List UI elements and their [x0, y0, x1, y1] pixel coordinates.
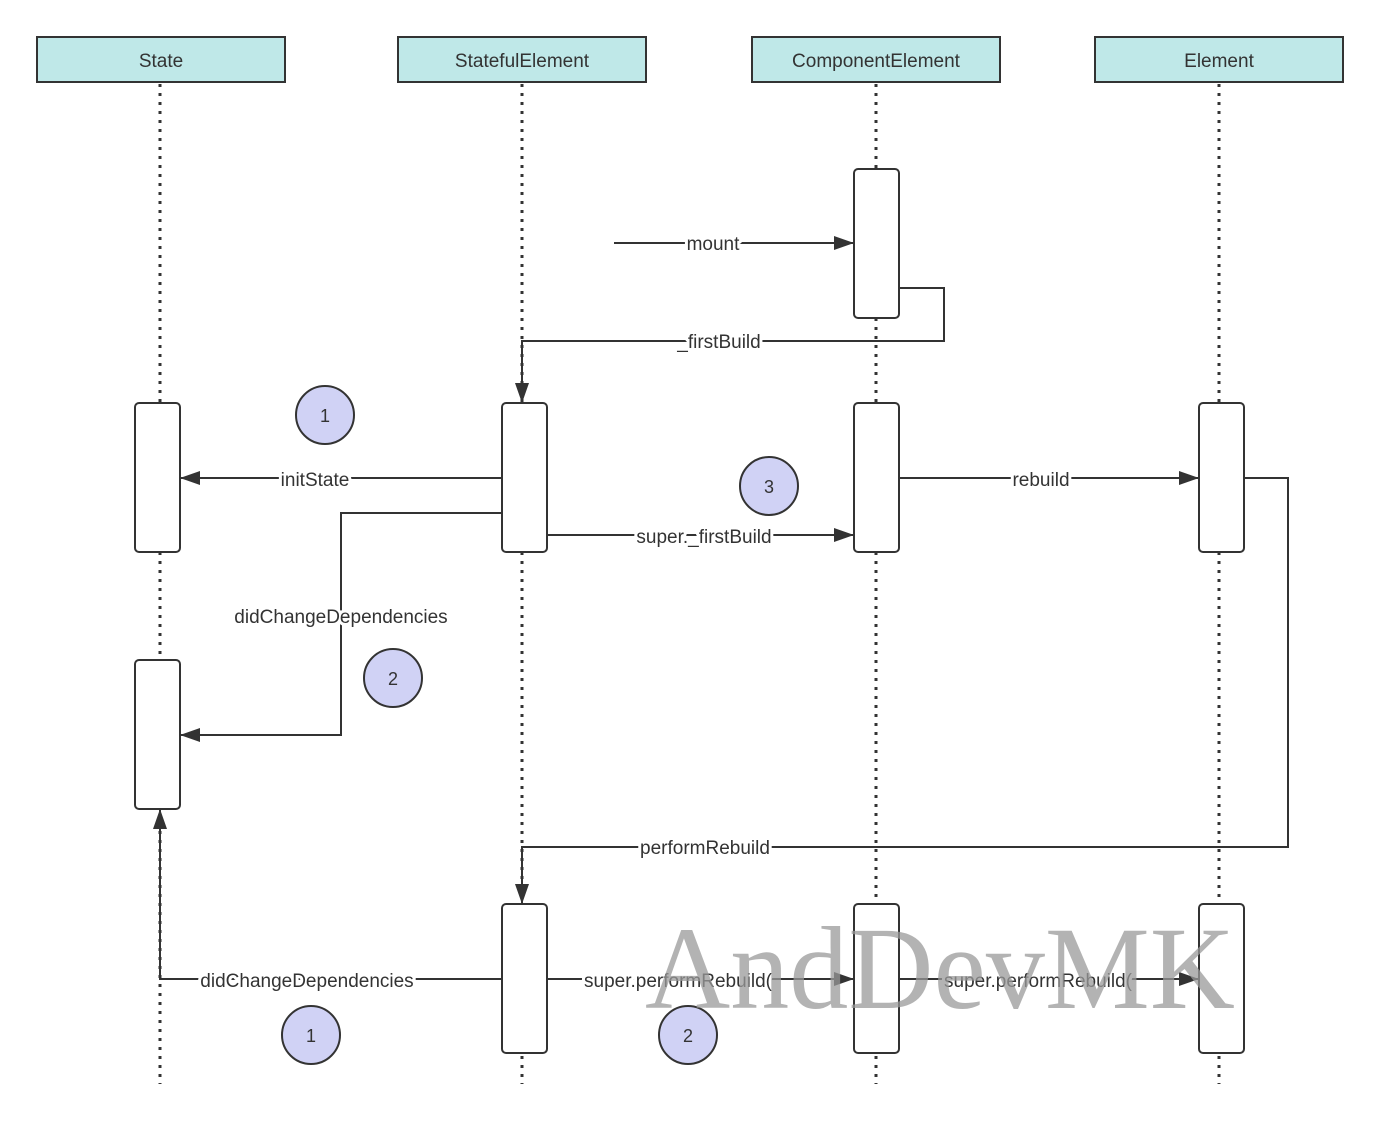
step-badge-number: 1	[306, 1026, 316, 1046]
label-super-perform-rebuild-2: super.performRebuild(	[944, 971, 1133, 992]
label-super-perform-rebuild-1: super.performRebuild(	[584, 971, 773, 992]
header-element-label: Element	[1184, 51, 1254, 72]
activation-stateful-1	[501, 402, 548, 553]
label-mount: mount	[687, 234, 741, 255]
activation-component-2	[853, 402, 900, 553]
activation-stateful-2	[501, 903, 548, 1054]
step-badge-number: 1	[320, 406, 330, 426]
header-state-label: State	[139, 51, 183, 72]
header-component-element: ComponentElement	[751, 36, 1001, 83]
arrow-first-build	[515, 287, 945, 403]
arrow-did-change-dependencies-2	[153, 809, 502, 980]
activation-state-2	[134, 659, 181, 810]
activation-component-mount	[853, 168, 900, 319]
label-perform-rebuild: performRebuild	[640, 838, 770, 859]
step-badge: 2	[658, 1005, 718, 1065]
header-state: State	[36, 36, 286, 83]
step-badge: 3	[739, 456, 799, 516]
activation-element-1	[1198, 402, 1245, 553]
label-super-first-build: super._firstBuild	[636, 527, 771, 548]
label-did-change-dependencies-2: didChangeDependencies	[200, 971, 413, 992]
activation-state-1	[134, 402, 181, 553]
header-stateful-element: StatefulElement	[397, 36, 647, 83]
header-element: Element	[1094, 36, 1344, 83]
label-first-build: _firstBuild	[676, 332, 760, 353]
step-badge: 2	[363, 648, 423, 708]
label-did-change-dependencies-1: didChangeDependencies	[234, 607, 447, 628]
step-badge: 1	[295, 385, 355, 445]
arrow-perform-rebuild	[515, 477, 1289, 904]
step-badge-number: 2	[388, 669, 398, 689]
label-init-state: initState	[281, 470, 350, 491]
header-stateful-element-label: StatefulElement	[455, 51, 590, 72]
header-component-element-label: ComponentElement	[792, 51, 961, 72]
arrow-did-change-dependencies-1	[180, 512, 502, 742]
step-badge: 1	[281, 1005, 341, 1065]
step-badge-number: 3	[764, 477, 774, 497]
step-badge-number: 2	[683, 1026, 693, 1046]
label-rebuild: rebuild	[1012, 470, 1069, 491]
watermark: AndDevMK	[645, 903, 1235, 1034]
